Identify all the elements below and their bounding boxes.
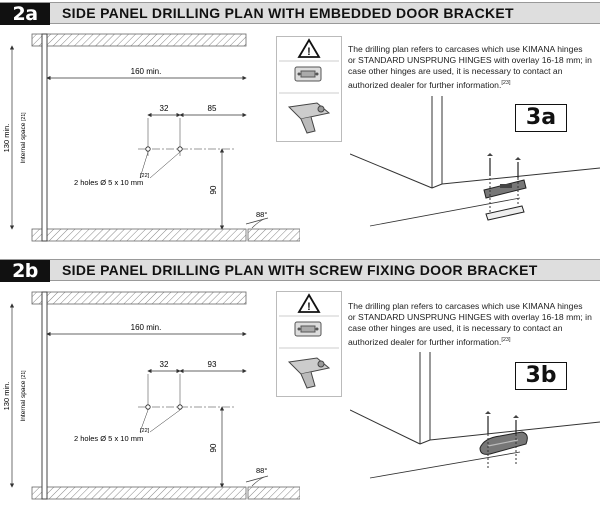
figure-label: 3a — [515, 104, 567, 132]
internal-space-label: Internal space [21] — [20, 370, 27, 422]
angle-label: 88° — [256, 210, 267, 219]
svg-text:!: ! — [307, 301, 311, 313]
holes-ref: [22] — [140, 173, 150, 179]
warning-triangle-icon: ! — [297, 38, 321, 58]
dim-b-label: 85 — [208, 104, 217, 113]
install-illustration-3b — [350, 352, 600, 479]
holes-label: 2 holes Ø 5 x 10 mm — [74, 434, 143, 443]
angle-label: 88° — [256, 466, 267, 475]
bottom-panel — [31, 228, 247, 242]
hinge-bracket — [479, 411, 528, 470]
dim-side-label: 130 min. — [2, 124, 11, 153]
warning-hinge-box: ! — [276, 36, 342, 142]
warning-hinge-box: ! — [276, 291, 342, 397]
dim-b-label: 93 — [208, 360, 217, 369]
holes-ref: [22] — [140, 428, 150, 434]
adjacent-panel — [247, 486, 300, 500]
drilling-plan-drawing-2a: 160 min. 32 85 90 130 min. Internal spac… — [2, 33, 300, 242]
adjacent-panel — [247, 228, 300, 242]
drill-hole — [177, 404, 183, 410]
install-illustration-3a — [350, 96, 600, 227]
drilling-plan-drawing-2b: 160 min. 32 93 90 130 min. Internal spac… — [2, 291, 300, 500]
hinge-icon — [287, 102, 331, 134]
door-panel — [41, 291, 48, 500]
door-panel — [41, 33, 48, 242]
holes-label: 2 holes Ø 5 x 10 mm — [74, 178, 143, 187]
top-panel — [31, 33, 247, 47]
dim-width-label: 160 min. — [131, 323, 162, 332]
svg-text:!: ! — [307, 46, 311, 58]
hinge-icon — [287, 357, 331, 389]
drill-hole — [145, 404, 151, 410]
hinge-plate-icon — [294, 66, 322, 82]
drill-hole — [145, 146, 151, 152]
description-text: The drilling plan refers to carcases whi… — [348, 301, 592, 347]
bottom-panel — [31, 486, 247, 500]
description-text: The drilling plan refers to carcases whi… — [348, 44, 592, 90]
dim-a-label: 32 — [160, 360, 169, 369]
dim-a-label: 32 — [160, 104, 169, 113]
section-badge: 2a — [0, 3, 50, 25]
section-header-2b: 2b SIDE PANEL DRILLING PLAN WITH SCREW F… — [0, 259, 600, 282]
warning-triangle-icon: ! — [297, 293, 321, 313]
figure-label: 3b — [515, 362, 567, 390]
dim-width-label: 160 min. — [131, 67, 162, 76]
dim-height-label: 90 — [209, 185, 218, 194]
drill-hole — [177, 146, 183, 152]
section-header-2a: 2a SIDE PANEL DRILLING PLAN WITH EMBEDDE… — [0, 2, 600, 25]
dim-side-label: 130 min. — [2, 382, 11, 411]
top-panel — [31, 291, 247, 305]
dim-height-label: 90 — [209, 443, 218, 452]
hinge-plate-icon — [294, 321, 322, 337]
section-title: SIDE PANEL DRILLING PLAN WITH SCREW FIXI… — [62, 262, 538, 278]
section-badge: 2b — [0, 260, 50, 282]
section-title: SIDE PANEL DRILLING PLAN WITH EMBEDDED D… — [62, 5, 514, 21]
internal-space-label: Internal space [21] — [20, 112, 27, 164]
hinge-bracket — [483, 153, 527, 221]
